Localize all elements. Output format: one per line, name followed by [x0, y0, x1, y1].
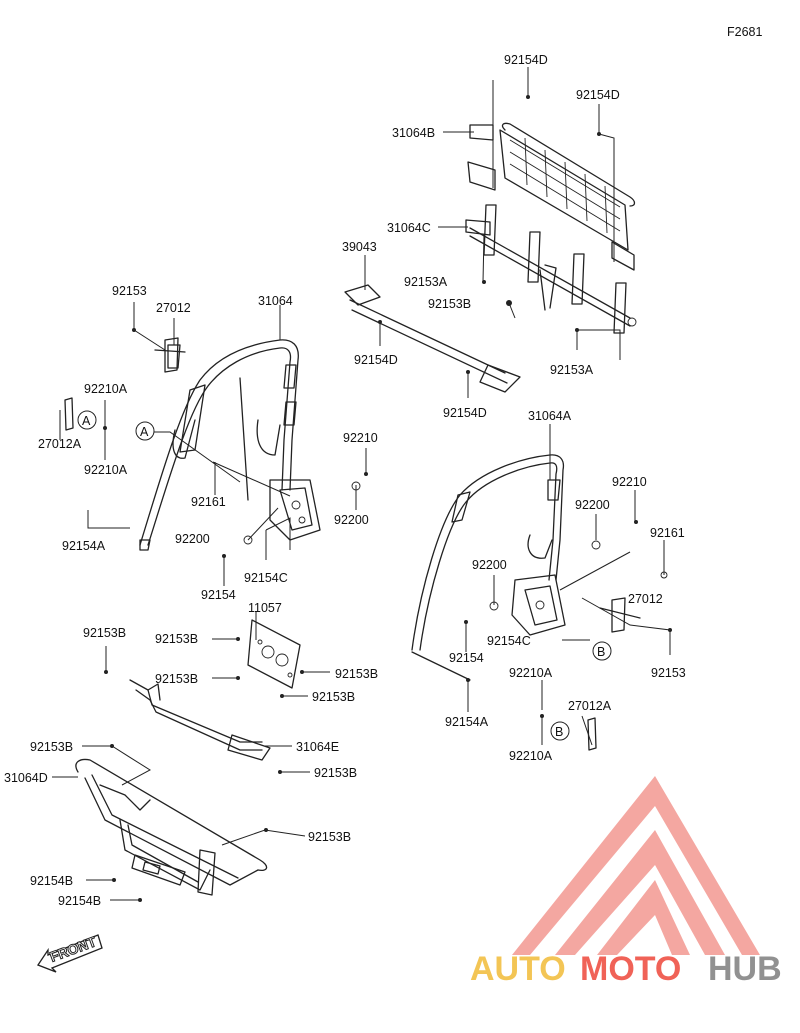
callout-A-left: A [77, 410, 97, 430]
bracket-27012-left [154, 337, 186, 373]
watermark-logo: AUTO MOTO HUB [470, 776, 782, 988]
label-31064E: 31064E [296, 740, 339, 754]
plate-11057 [247, 619, 301, 689]
callout-A-main: A [135, 421, 155, 441]
rollbar-31064A [411, 454, 566, 681]
rack-31064B [467, 122, 636, 271]
label-92153B: 92153B [30, 740, 73, 754]
label-92154: 92154 [201, 588, 236, 602]
label-92200: 92200 [472, 558, 507, 572]
label-92154B: 92154B [30, 874, 73, 888]
watermark-moto: MOTO [580, 950, 681, 988]
label-92153: 92153 [651, 666, 686, 680]
svg-text:B: B [597, 645, 605, 659]
label-92161: 92161 [650, 526, 685, 540]
label-92153B: 92153B [428, 297, 471, 311]
label-92200: 92200 [575, 498, 610, 512]
bracket-31064C [465, 204, 637, 334]
fastener-dots [103, 95, 672, 902]
label-92210A: 92210A [84, 463, 128, 477]
label-27012: 27012 [628, 592, 663, 606]
label-92153B: 92153B [155, 672, 198, 686]
label-31064A: 31064A [528, 409, 572, 423]
label-92210A: 92210A [509, 749, 553, 763]
label-92154D: 92154D [504, 53, 548, 67]
label-92200: 92200 [334, 513, 369, 527]
figure-code: F2681 [727, 25, 762, 39]
rollbar-31064 [139, 339, 321, 551]
label-27012A: 27012A [38, 437, 82, 451]
bracket-27012-right [599, 597, 641, 633]
label-92154A: 92154A [445, 715, 489, 729]
label-92161: 92161 [191, 495, 226, 509]
label-92153B: 92153B [308, 830, 351, 844]
front-arrow: FRONT [37, 933, 103, 973]
label-92154A: 92154A [62, 539, 106, 553]
label-92154C: 92154C [244, 571, 288, 585]
clamp-27012A-left [64, 397, 74, 431]
label-92154D: 92154D [576, 88, 620, 102]
label-92153A: 92153A [550, 363, 594, 377]
label-31064B: 31064B [392, 126, 435, 140]
label-92210A: 92210A [509, 666, 553, 680]
label-92210A: 92210A [84, 382, 128, 396]
label-92153B: 92153B [312, 690, 355, 704]
label-31064D: 31064D [4, 771, 48, 785]
label-92154: 92154 [449, 651, 484, 665]
label-27012: 27012 [156, 301, 191, 315]
label-31064C: 31064C [387, 221, 431, 235]
bracket-31064E [129, 679, 271, 761]
callout-B-main: B [592, 641, 612, 661]
label-92154B: 92154B [58, 894, 101, 908]
label-92154D: 92154D [443, 406, 487, 420]
callout-B-detail: B [550, 721, 570, 741]
label-92153: 92153 [112, 284, 147, 298]
stay-39043 [344, 284, 521, 393]
label-92153A: 92153A [404, 275, 448, 289]
svg-text:B: B [555, 725, 563, 739]
label-92153B: 92153B [155, 632, 198, 646]
bumper-31064D [75, 758, 268, 896]
svg-text:A: A [140, 425, 149, 439]
label-92153B: 92153B [83, 626, 126, 640]
label-92200: 92200 [175, 532, 210, 546]
clamp-27012A-right [587, 717, 597, 751]
label-11057: 11057 [248, 601, 282, 615]
svg-text:A: A [82, 414, 91, 428]
label-92154C: 92154C [487, 634, 531, 648]
label-92210: 92210 [612, 475, 647, 489]
label-27012A: 27012A [568, 699, 612, 713]
label-39043: 39043 [342, 240, 377, 254]
label-31064: 31064 [258, 294, 293, 308]
watermark-auto: AUTO [470, 950, 566, 988]
label-92154D: 92154D [354, 353, 398, 367]
label-92210: 92210 [343, 431, 378, 445]
watermark-hub: HUB [708, 950, 782, 988]
label-92153B: 92153B [314, 766, 357, 780]
part-labels: 92154D 92154D 31064B 31064C 39043 92153A… [4, 53, 686, 908]
label-92153B: 92153B [335, 667, 378, 681]
leader-lines [52, 67, 671, 901]
